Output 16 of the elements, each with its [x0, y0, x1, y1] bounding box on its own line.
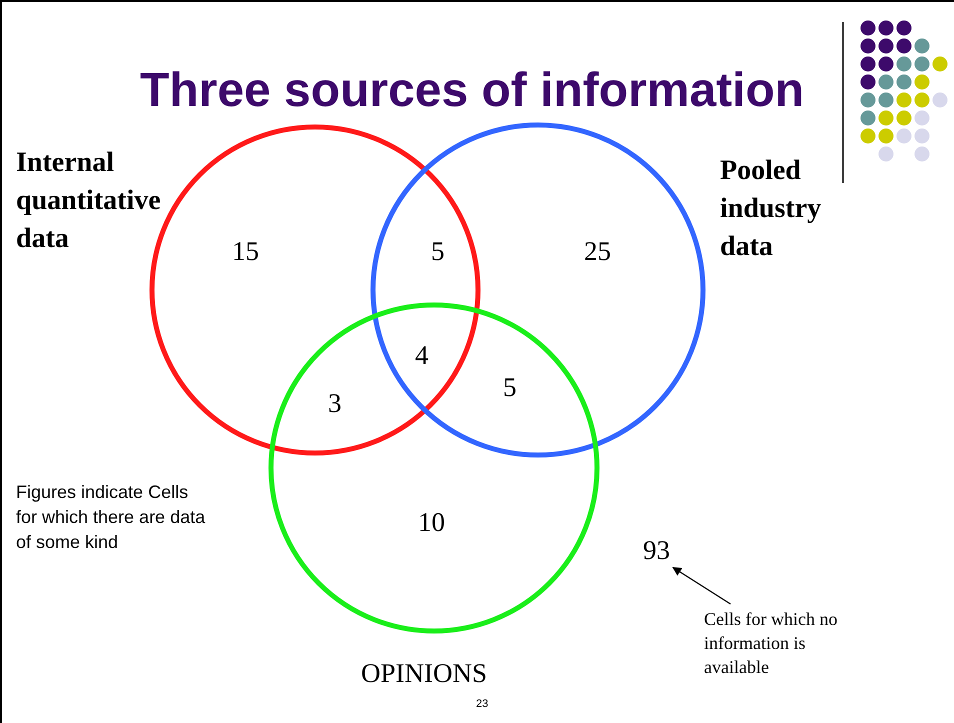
set-label: Internal quantitative data [16, 144, 191, 258]
region-count: 5 [503, 372, 516, 402]
region-count: 15 [232, 236, 259, 266]
figure-note: Figures indicate Cells for which there are data of some kind [16, 481, 206, 554]
count-value: 93 [643, 535, 670, 565]
region-count: 5 [431, 236, 444, 266]
region-count: 3 [328, 388, 342, 418]
slide-title: Three sources of information [140, 63, 804, 119]
set-label: Pooled industry data [720, 152, 845, 266]
region-count: 25 [584, 236, 611, 266]
page-number: 23 [476, 697, 488, 711]
region-count: 10 [418, 507, 445, 537]
note-text: Cells for which no information is available [704, 607, 864, 679]
set-label: OPINIONS [361, 656, 488, 690]
arrow [672, 566, 731, 605]
region-count: 4 [415, 340, 428, 370]
